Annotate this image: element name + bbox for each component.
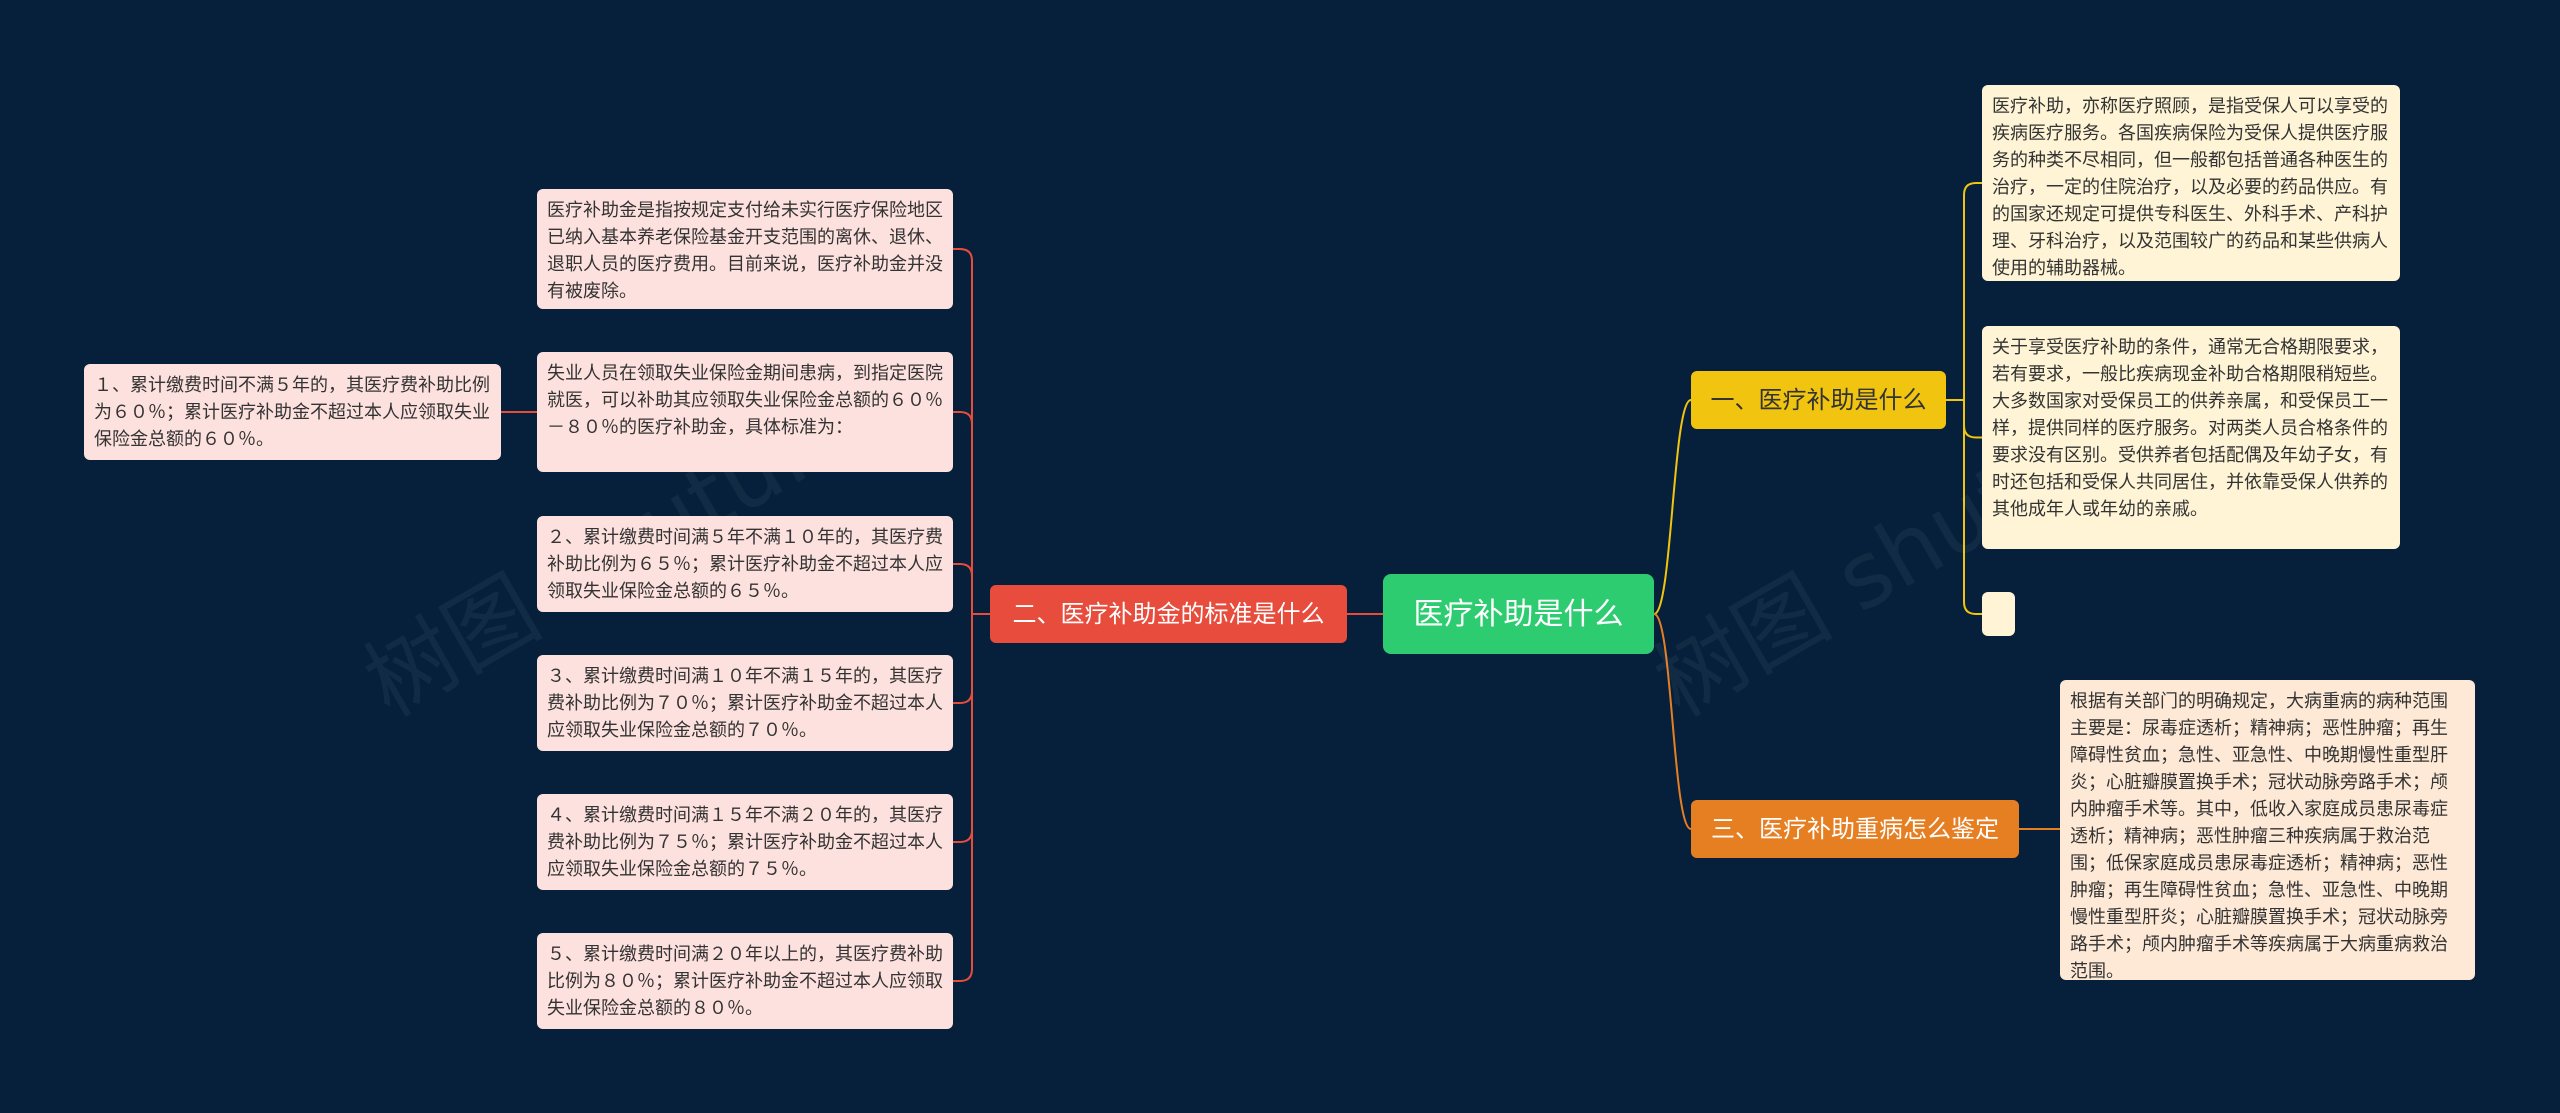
link-b1-leaf-2 [1946, 399, 1982, 615]
link-center-b1 [1653, 399, 1692, 615]
link-b1-leaf-0 [1946, 182, 1982, 401]
link-b2-leaf-5 [953, 613, 990, 982]
branch-what-is[interactable]: 一、医疗补助是什么 [1691, 371, 1946, 429]
leaf-empty[interactable] [1982, 592, 2015, 636]
leaf-ratio-65[interactable]: ２、累计缴费时间满５年不满１０年的，其医疗费补助比例为６５％；累计医疗补助金不超… [537, 516, 953, 612]
leaf-unemployed-illness[interactable]: 失业人员在领取失业保险金期间患病，到指定医院就医，可以补助其应领取失业保险金总额… [537, 352, 953, 472]
leaf-subsidy-definition[interactable]: 医疗补助金是指按规定支付给未实行医疗保险地区已纳入基本养老保险基金开支范围的离休… [537, 189, 953, 309]
leaf-serious-illness-scope[interactable]: 根据有关部门的明确规定，大病重病的病种范围主要是：尿毒症透析；精神病；恶性肿瘤；… [2060, 680, 2475, 982]
leaf-ratio-70[interactable]: ３、累计缴费时间满１０年不满１５年的，其医疗费补助比例为７０％；累计医疗补助金不… [537, 655, 953, 751]
link-b2-leaf-2 [953, 563, 990, 615]
leaf-conditions[interactable]: 关于享受医疗补助的条件，通常无合格期限要求，若有要求，一般比疾病现金补助合格期限… [1982, 326, 2400, 549]
center-topic[interactable]: 医疗补助是什么 [1383, 574, 1654, 654]
branch-identify[interactable]: 三、医疗补助重病怎么鉴定 [1691, 800, 2019, 858]
link-b2-leaf-0 [953, 248, 990, 615]
leaf-ratio-75[interactable]: ４、累计缴费时间满１５年不满２０年的，其医疗费补助比例为７５％；累计医疗补助金不… [537, 794, 953, 890]
leaf-ratio-80[interactable]: ５、累计缴费时间满２０年以上的，其医疗费补助比例为８０％；累计医疗补助金不超过本… [537, 933, 953, 1029]
link-center-b3 [1653, 613, 1692, 830]
leaf-definition[interactable]: 医疗补助，亦称医疗照顾，是指受保人可以享受的疾病医疗服务。各国疾病保险为受保人提… [1982, 85, 2400, 281]
branch-standard[interactable]: 二、医疗补助金的标准是什么 [990, 585, 1347, 643]
leaf-ratio-60[interactable]: １、累计缴费时间不满５年的，其医疗费补助比例为６０％；累计医疗补助金不超过本人应… [84, 364, 501, 460]
link-b2-leaf-1 [953, 411, 990, 615]
